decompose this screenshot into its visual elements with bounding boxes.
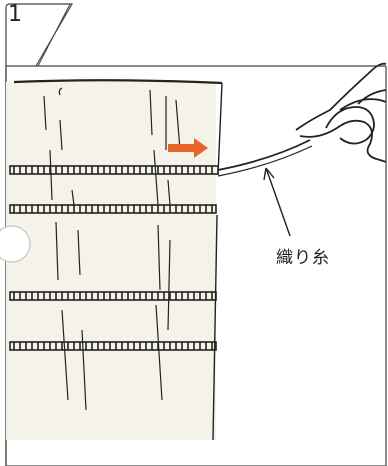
gather-folds bbox=[43, 87, 181, 411]
fabric-right-edge bbox=[212, 82, 223, 441]
stitch-row bbox=[9, 341, 217, 351]
corner-cut bbox=[37, 3, 71, 67]
stitch-rows bbox=[9, 165, 219, 351]
step-number: 1 bbox=[8, 2, 22, 27]
arrow-right-icon bbox=[168, 138, 208, 158]
hand-pulling-icon bbox=[295, 62, 387, 163]
stitch-row bbox=[9, 204, 217, 214]
pulled-thread bbox=[217, 139, 311, 171]
stitch-row bbox=[9, 291, 217, 301]
thread-label: 織り糸 bbox=[276, 248, 330, 268]
fabric-panel bbox=[6, 82, 216, 440]
fabric-top-edge bbox=[13, 79, 223, 85]
pulled-thread-edge bbox=[217, 145, 313, 177]
label-pointer bbox=[263, 167, 291, 237]
binder-hole bbox=[0, 225, 31, 263]
